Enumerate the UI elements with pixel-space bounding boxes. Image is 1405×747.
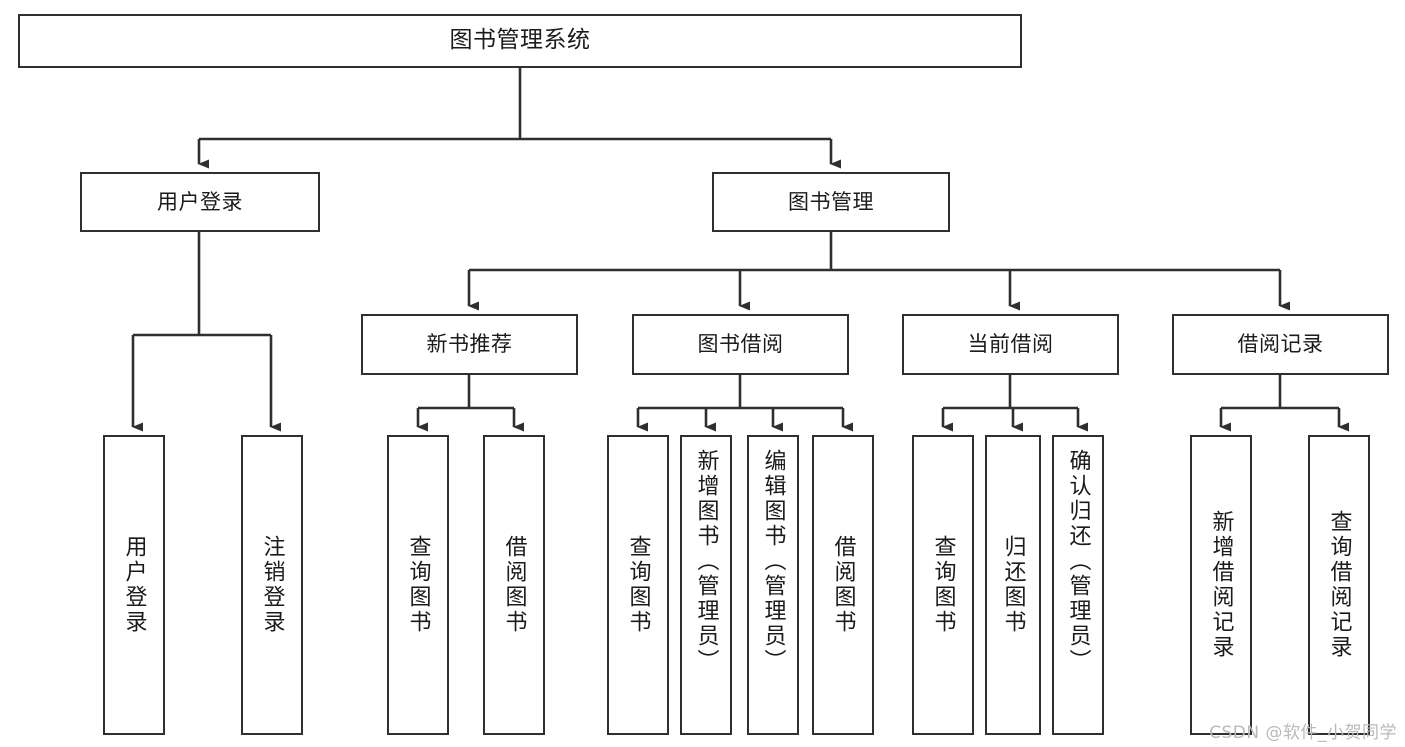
node-root-label: 图书管理系统 <box>449 27 591 54</box>
node-user-login[interactable]: 用户登录 <box>80 172 320 232</box>
node-leaf-borrow-book-2-label: 借阅图书 <box>830 535 856 635</box>
node-current-borrow[interactable]: 当前借阅 <box>902 314 1119 375</box>
node-leaf-query-record-label: 查询借阅记录 <box>1326 510 1352 660</box>
node-leaf-add-book[interactable]: 新增图书（管理员） <box>680 435 732 735</box>
node-borrow-record-label: 借阅记录 <box>1237 332 1324 357</box>
node-borrow-record[interactable]: 借阅记录 <box>1172 314 1389 375</box>
node-leaf-add-record-label: 新增借阅记录 <box>1208 510 1234 660</box>
node-leaf-query-book-1[interactable]: 查询图书 <box>387 435 449 735</box>
node-user-login-label: 用户登录 <box>157 189 243 214</box>
node-book-borrow[interactable]: 图书借阅 <box>632 314 849 375</box>
node-current-borrow-label: 当前借阅 <box>967 332 1054 357</box>
node-leaf-return-book-label: 归还图书 <box>1000 535 1026 635</box>
node-book-manage-label: 图书管理 <box>788 189 874 214</box>
node-leaf-query-book-3[interactable]: 查询图书 <box>912 435 974 735</box>
node-leaf-user-login[interactable]: 用户登录 <box>103 435 165 735</box>
node-book-borrow-label: 图书借阅 <box>697 332 784 357</box>
node-leaf-confirm-return-label: 确认归还（管理员） <box>1065 449 1091 674</box>
node-leaf-borrow-book-1[interactable]: 借阅图书 <box>483 435 545 735</box>
node-leaf-query-record[interactable]: 查询借阅记录 <box>1308 435 1370 735</box>
node-leaf-query-book-2-label: 查询图书 <box>625 535 651 635</box>
node-book-manage[interactable]: 图书管理 <box>712 172 950 232</box>
node-leaf-add-book-label: 新增图书（管理员） <box>693 449 719 674</box>
node-new-book-rec[interactable]: 新书推荐 <box>361 314 578 375</box>
node-root[interactable]: 图书管理系统 <box>18 14 1022 68</box>
node-leaf-confirm-return[interactable]: 确认归还（管理员） <box>1052 435 1104 735</box>
node-leaf-query-book-3-label: 查询图书 <box>930 535 956 635</box>
node-new-book-rec-label: 新书推荐 <box>426 332 513 357</box>
node-leaf-query-book-2[interactable]: 查询图书 <box>607 435 669 735</box>
node-leaf-query-book-1-label: 查询图书 <box>405 535 431 635</box>
node-leaf-add-record[interactable]: 新增借阅记录 <box>1190 435 1252 735</box>
node-leaf-edit-book-label: 编辑图书（管理员） <box>760 449 786 674</box>
node-leaf-borrow-book-1-label: 借阅图书 <box>501 535 527 635</box>
watermark: CSDN @软件_小贺同学 <box>1209 723 1397 743</box>
node-leaf-user-login-label: 用户登录 <box>121 535 147 635</box>
node-leaf-borrow-book-2[interactable]: 借阅图书 <box>812 435 874 735</box>
node-leaf-edit-book[interactable]: 编辑图书（管理员） <box>747 435 799 735</box>
node-leaf-user-logout-label: 注销登录 <box>259 535 285 635</box>
node-leaf-user-logout[interactable]: 注销登录 <box>241 435 303 735</box>
node-leaf-return-book[interactable]: 归还图书 <box>985 435 1041 735</box>
